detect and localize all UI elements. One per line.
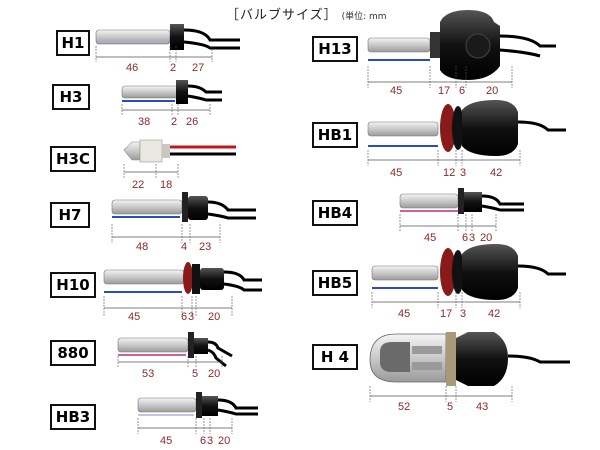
hb5-dim-length: 45 (398, 308, 410, 320)
bulb-h1: 46 2 27 (95, 24, 240, 74)
hb3-dim-b: 3 (207, 435, 213, 447)
hb3-dim-length: 45 (160, 435, 172, 447)
h7-dim-base: 4 (181, 241, 187, 253)
bulb-h3: 38 2 26 (121, 80, 222, 128)
label-h3c: H3C (50, 146, 96, 172)
bulb-880: 53 5 20 (117, 332, 233, 380)
hb3-dim-a: 6 (200, 435, 206, 447)
h3c-dim-length: 22 (132, 179, 144, 191)
h3-dim-socket: 26 (186, 116, 198, 128)
880-dim-socket: 20 (208, 368, 220, 380)
label-880: 880 (50, 340, 96, 366)
bulb-hb4: 45 6 3 20 (399, 188, 524, 244)
h4-dim-base: 5 (447, 401, 453, 413)
hb1-dim-socket: 42 (490, 167, 502, 179)
h10-dim-socket: 20 (208, 311, 220, 323)
hb4-dim-b: 3 (469, 232, 475, 244)
h1-dim-socket: 27 (192, 62, 204, 74)
hb5-dim-a: 3 (460, 308, 466, 320)
880-dim-length: 53 (142, 368, 154, 380)
h13-dim-socket: 20 (486, 85, 498, 97)
bulb-hb3: 45 6 3 20 (137, 392, 258, 447)
h3c-dim-socket: 18 (160, 179, 172, 191)
h3-dim-length: 38 (138, 116, 150, 128)
label-h7: H7 (50, 202, 90, 228)
hb4-dim-a: 6 (462, 232, 468, 244)
h10-dim-a: 6 (181, 311, 187, 323)
bulb-hb5: 45 17 3 42 (371, 244, 566, 320)
h10-dim-length: 45 (128, 311, 140, 323)
label-h10: H10 (50, 272, 96, 298)
hb1-dim-length: 45 (390, 167, 402, 179)
page-title: ［バルブサイズ］(単位: mm (226, 4, 387, 23)
hb1-dim-base: 12 (443, 167, 455, 179)
bulb-h4: 52 5 43 (369, 332, 570, 413)
unit-note: (単位: mm (341, 12, 387, 22)
label-hb1: HB1 (312, 122, 358, 148)
hb5-dim-base: 17 (440, 308, 452, 320)
h1-dim-base: 2 (170, 62, 176, 74)
label-hb3: HB3 (50, 404, 96, 430)
bulb-hb1: 45 12 3 42 (367, 100, 566, 179)
h13-dim-base: 17 (438, 85, 450, 97)
hb3-dim-socket: 20 (218, 435, 230, 447)
h3-dim-base: 2 (171, 116, 177, 128)
880-dim-base: 5 (192, 368, 198, 380)
hb4-dim-socket: 20 (480, 232, 492, 244)
h4-dim-socket: 43 (476, 401, 488, 413)
h7-dim-socket: 23 (199, 241, 211, 253)
h13-dim-length: 45 (390, 85, 402, 97)
bulb-h7: 48 4 23 (111, 192, 256, 253)
hb1-dim-a: 3 (460, 167, 466, 179)
bulb-h13: 45 17 6 20 (367, 10, 556, 97)
label-h13: H13 (312, 36, 358, 62)
bulb-h10: 45 6 3 20 (103, 262, 262, 323)
label-hb4: HB4 (312, 200, 358, 226)
hb5-dim-socket: 42 (488, 308, 500, 320)
title-text: ［バルブサイズ］ (226, 8, 338, 23)
label-h1: H1 (56, 30, 90, 56)
h7-dim-length: 48 (136, 241, 148, 253)
label-h3: H3 (52, 84, 90, 110)
hb4-dim-length: 45 (424, 232, 436, 244)
h1-dim-length: 46 (126, 62, 138, 74)
label-h4: H 4 (312, 344, 358, 370)
label-hb5: HB5 (312, 270, 358, 296)
h13-dim-a: 6 (459, 85, 465, 97)
h10-dim-b: 3 (188, 311, 194, 323)
bulb-h3c: 22 18 (123, 139, 236, 191)
h4-dim-length: 52 (398, 401, 410, 413)
